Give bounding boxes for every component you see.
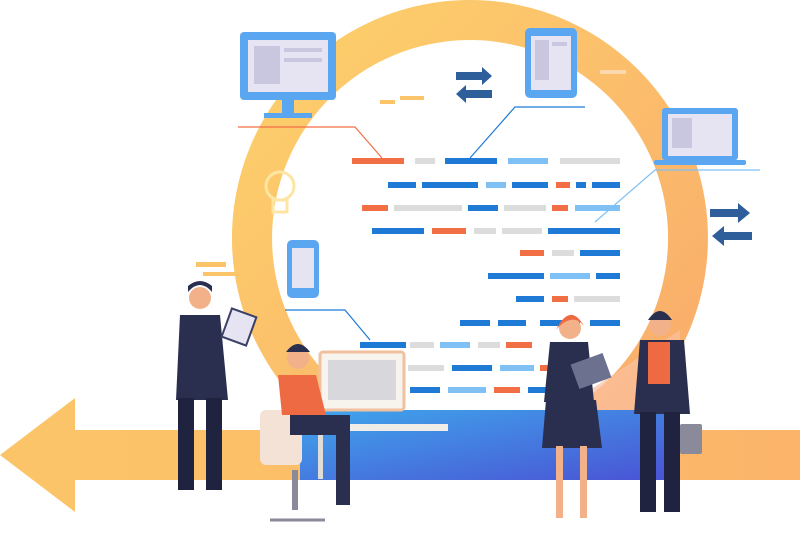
code-line-segment (445, 158, 497, 164)
code-line-segment (410, 387, 440, 393)
lightbulb-icon (264, 170, 296, 214)
code-line-segment (550, 273, 590, 279)
code-line-segment (548, 228, 620, 234)
code-line-segment (574, 296, 620, 302)
code-line-segment (516, 296, 544, 302)
code-line-segment (552, 250, 574, 256)
code-line-segment (504, 205, 546, 211)
code-line-segment (528, 387, 558, 393)
smartphone-icon (287, 240, 319, 298)
code-line-segment (520, 250, 544, 256)
code-line-segment (352, 158, 404, 164)
code-line-segment (552, 205, 568, 211)
woman-with-tablet (542, 314, 612, 518)
code-line-segment (394, 205, 462, 211)
code-line-segment (576, 182, 586, 188)
code-line-segment (512, 182, 548, 188)
code-line-segment (486, 182, 506, 188)
code-line-segment (474, 228, 496, 234)
code-line-segment (508, 158, 548, 164)
code-lines (352, 158, 620, 393)
man-on-phone (634, 311, 702, 512)
code-line-segment (590, 320, 620, 326)
code-line-segment (494, 387, 520, 393)
code-line-segment (478, 342, 500, 348)
code-line-segment (468, 205, 498, 211)
person-with-clipboard (176, 281, 258, 490)
code-line-segment (372, 228, 424, 234)
code-line-segment (440, 342, 470, 348)
tablet-icon (525, 28, 577, 98)
code-line-segment (575, 205, 620, 211)
desktop-monitor-icon (240, 32, 336, 118)
code-line-segment (362, 205, 388, 211)
laptop-icon (654, 108, 746, 165)
seated-person (260, 344, 350, 522)
code-line-segment (540, 320, 580, 326)
code-line-segment (502, 228, 542, 234)
connector-lines (238, 106, 760, 341)
code-line-segment (432, 228, 466, 234)
code-line-segment (360, 342, 406, 348)
code-line-segment (408, 365, 444, 371)
desk (310, 350, 448, 479)
code-line-segment (560, 158, 620, 164)
code-line-segment (415, 158, 435, 164)
code-line-segment (580, 250, 620, 256)
code-line-segment (448, 387, 486, 393)
code-line-segment (410, 342, 434, 348)
code-line-segment (422, 182, 478, 188)
blue-platform (300, 410, 680, 480)
code-line-segment (592, 182, 620, 188)
code-line-segment (388, 182, 416, 188)
code-line-segment (452, 365, 492, 371)
code-line-segment (506, 342, 532, 348)
code-line-segment (488, 273, 544, 279)
code-line-segment (556, 182, 570, 188)
code-line-segment (498, 320, 526, 326)
code-line-segment (552, 296, 568, 302)
decor-dashes (196, 70, 626, 276)
code-line-segment (460, 320, 490, 326)
code-line-segment (596, 273, 620, 279)
swap-arrows-icon (456, 67, 752, 246)
code-line-segment (500, 365, 534, 371)
